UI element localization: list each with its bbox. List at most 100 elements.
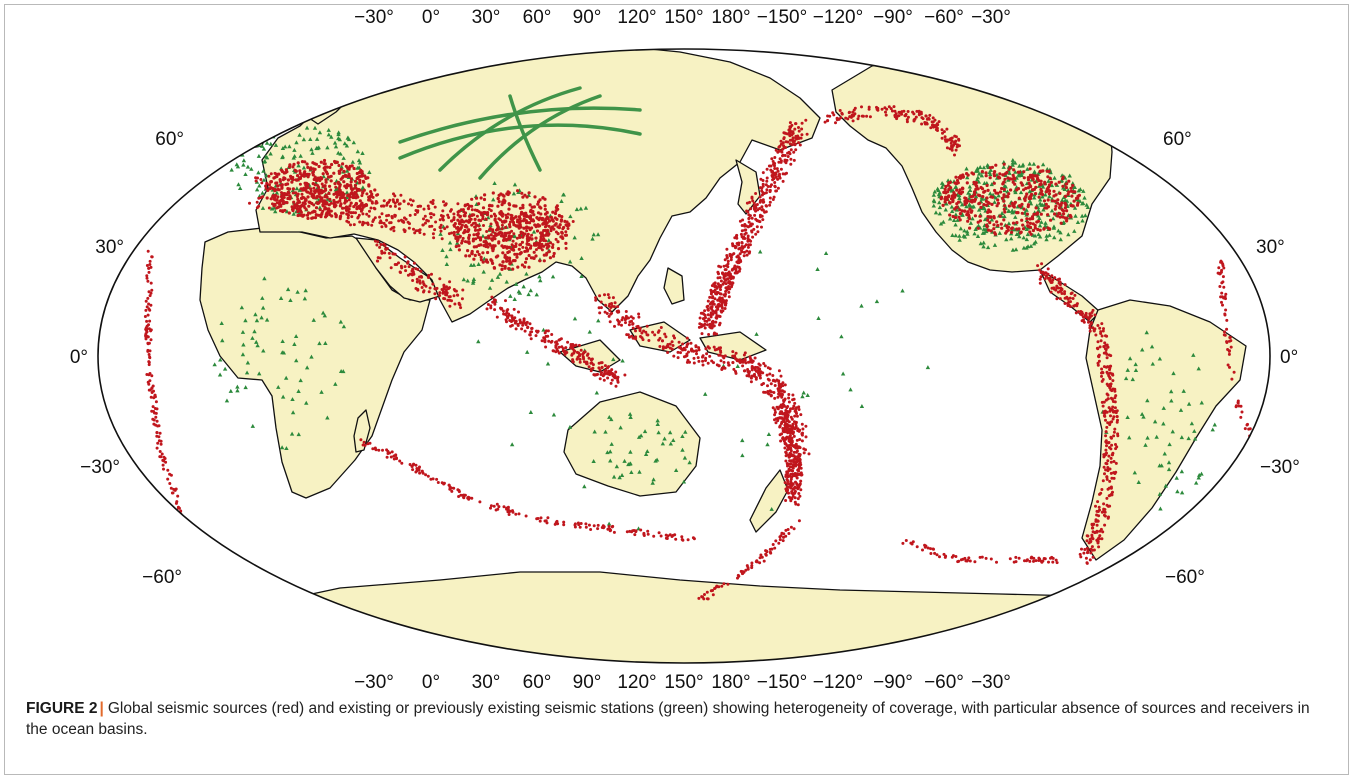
station-marker bbox=[1159, 463, 1164, 468]
seismic-source bbox=[427, 290, 431, 294]
seismic-source bbox=[551, 245, 555, 249]
seismic-source bbox=[581, 355, 585, 359]
seismic-source bbox=[512, 307, 516, 311]
station-marker bbox=[440, 248, 445, 253]
seismic-source bbox=[773, 184, 777, 188]
seismic-source bbox=[294, 178, 298, 182]
station-marker bbox=[955, 217, 960, 222]
station-marker bbox=[578, 206, 584, 211]
seismic-source bbox=[254, 179, 258, 183]
australia-landmass bbox=[563, 391, 701, 497]
station-marker bbox=[235, 164, 241, 169]
seismic-source bbox=[791, 398, 795, 402]
seismic-source bbox=[587, 356, 591, 360]
seismic-source bbox=[538, 519, 542, 523]
seismic-source bbox=[146, 296, 150, 300]
seismic-source bbox=[358, 188, 362, 192]
seismic-source bbox=[1103, 523, 1107, 527]
station-marker bbox=[447, 240, 453, 245]
station-marker bbox=[546, 238, 552, 243]
seismic-source bbox=[335, 160, 339, 164]
seismic-source bbox=[1057, 180, 1061, 184]
station-marker bbox=[220, 338, 225, 343]
seismic-source bbox=[491, 191, 495, 195]
seismic-source bbox=[1103, 414, 1107, 418]
station-marker bbox=[285, 287, 291, 292]
seismic-source bbox=[717, 585, 721, 589]
seismic-source bbox=[1269, 509, 1270, 513]
seismic-source bbox=[353, 179, 358, 183]
station-marker bbox=[509, 442, 515, 447]
seismic-source bbox=[365, 192, 369, 196]
seismic-source bbox=[793, 427, 797, 431]
seismic-source bbox=[311, 167, 315, 171]
seismic-source bbox=[634, 337, 638, 341]
seismic-source bbox=[267, 183, 271, 187]
seismic-source bbox=[889, 107, 893, 111]
seismic-source bbox=[389, 204, 392, 208]
seismic-source bbox=[547, 250, 551, 254]
station-marker bbox=[254, 187, 260, 192]
seismic-source bbox=[439, 229, 443, 233]
seismic-source bbox=[422, 289, 426, 293]
seismic-source bbox=[784, 459, 788, 463]
seismic-source bbox=[418, 465, 421, 469]
seismic-source bbox=[521, 245, 525, 249]
station-marker bbox=[1017, 234, 1022, 239]
seismic-source bbox=[429, 215, 433, 219]
seismic-source bbox=[835, 118, 839, 122]
station-marker bbox=[1167, 442, 1172, 447]
seismic-source bbox=[787, 410, 791, 414]
seismic-source bbox=[422, 232, 426, 236]
seismic-source bbox=[155, 431, 159, 434]
station-marker bbox=[1163, 483, 1168, 488]
seismic-source bbox=[1106, 393, 1110, 397]
seismic-source bbox=[361, 191, 365, 195]
seismic-source bbox=[750, 561, 754, 565]
seismic-source bbox=[1113, 389, 1117, 393]
seismic-source bbox=[153, 394, 157, 398]
station-marker bbox=[273, 142, 279, 147]
seismic-source bbox=[725, 247, 729, 251]
seismic-source bbox=[470, 252, 474, 256]
seismic-source bbox=[614, 384, 618, 388]
seismic-source bbox=[395, 198, 399, 202]
station-marker bbox=[336, 130, 341, 135]
seismic-source bbox=[689, 341, 693, 345]
seismic-source bbox=[489, 214, 493, 218]
seismic-source bbox=[368, 198, 372, 202]
station-marker bbox=[250, 335, 255, 340]
seismic-source bbox=[1106, 421, 1110, 425]
seismic-source bbox=[450, 489, 454, 493]
station-marker bbox=[967, 184, 973, 189]
seismic-source bbox=[529, 337, 533, 341]
seismic-source bbox=[996, 223, 1000, 228]
seismic-source bbox=[514, 204, 518, 208]
seismic-source bbox=[145, 319, 149, 323]
station-marker bbox=[975, 166, 980, 171]
station-marker bbox=[455, 240, 460, 245]
station-marker bbox=[1133, 362, 1138, 367]
seismic-source bbox=[885, 107, 889, 111]
station-marker bbox=[1031, 161, 1037, 166]
seismic-source bbox=[716, 307, 720, 311]
seismic-source bbox=[367, 183, 371, 187]
seismic-source bbox=[797, 141, 801, 145]
seismic-source bbox=[313, 189, 317, 193]
station-marker bbox=[309, 147, 314, 152]
seismic-source bbox=[753, 213, 757, 217]
seismic-source bbox=[760, 383, 764, 387]
seismic-source bbox=[1003, 210, 1007, 214]
station-marker bbox=[609, 441, 614, 446]
seismic-source bbox=[797, 126, 800, 129]
seismic-source bbox=[709, 589, 713, 593]
seismic-source bbox=[431, 232, 435, 236]
seismic-source bbox=[984, 174, 988, 178]
seismic-source bbox=[743, 245, 747, 248]
station-marker bbox=[256, 170, 261, 175]
station-marker bbox=[512, 297, 517, 301]
seismic-source bbox=[1022, 188, 1026, 192]
seismic-source bbox=[476, 250, 480, 254]
seismic-source bbox=[1113, 396, 1117, 400]
seismic-source bbox=[291, 187, 295, 191]
